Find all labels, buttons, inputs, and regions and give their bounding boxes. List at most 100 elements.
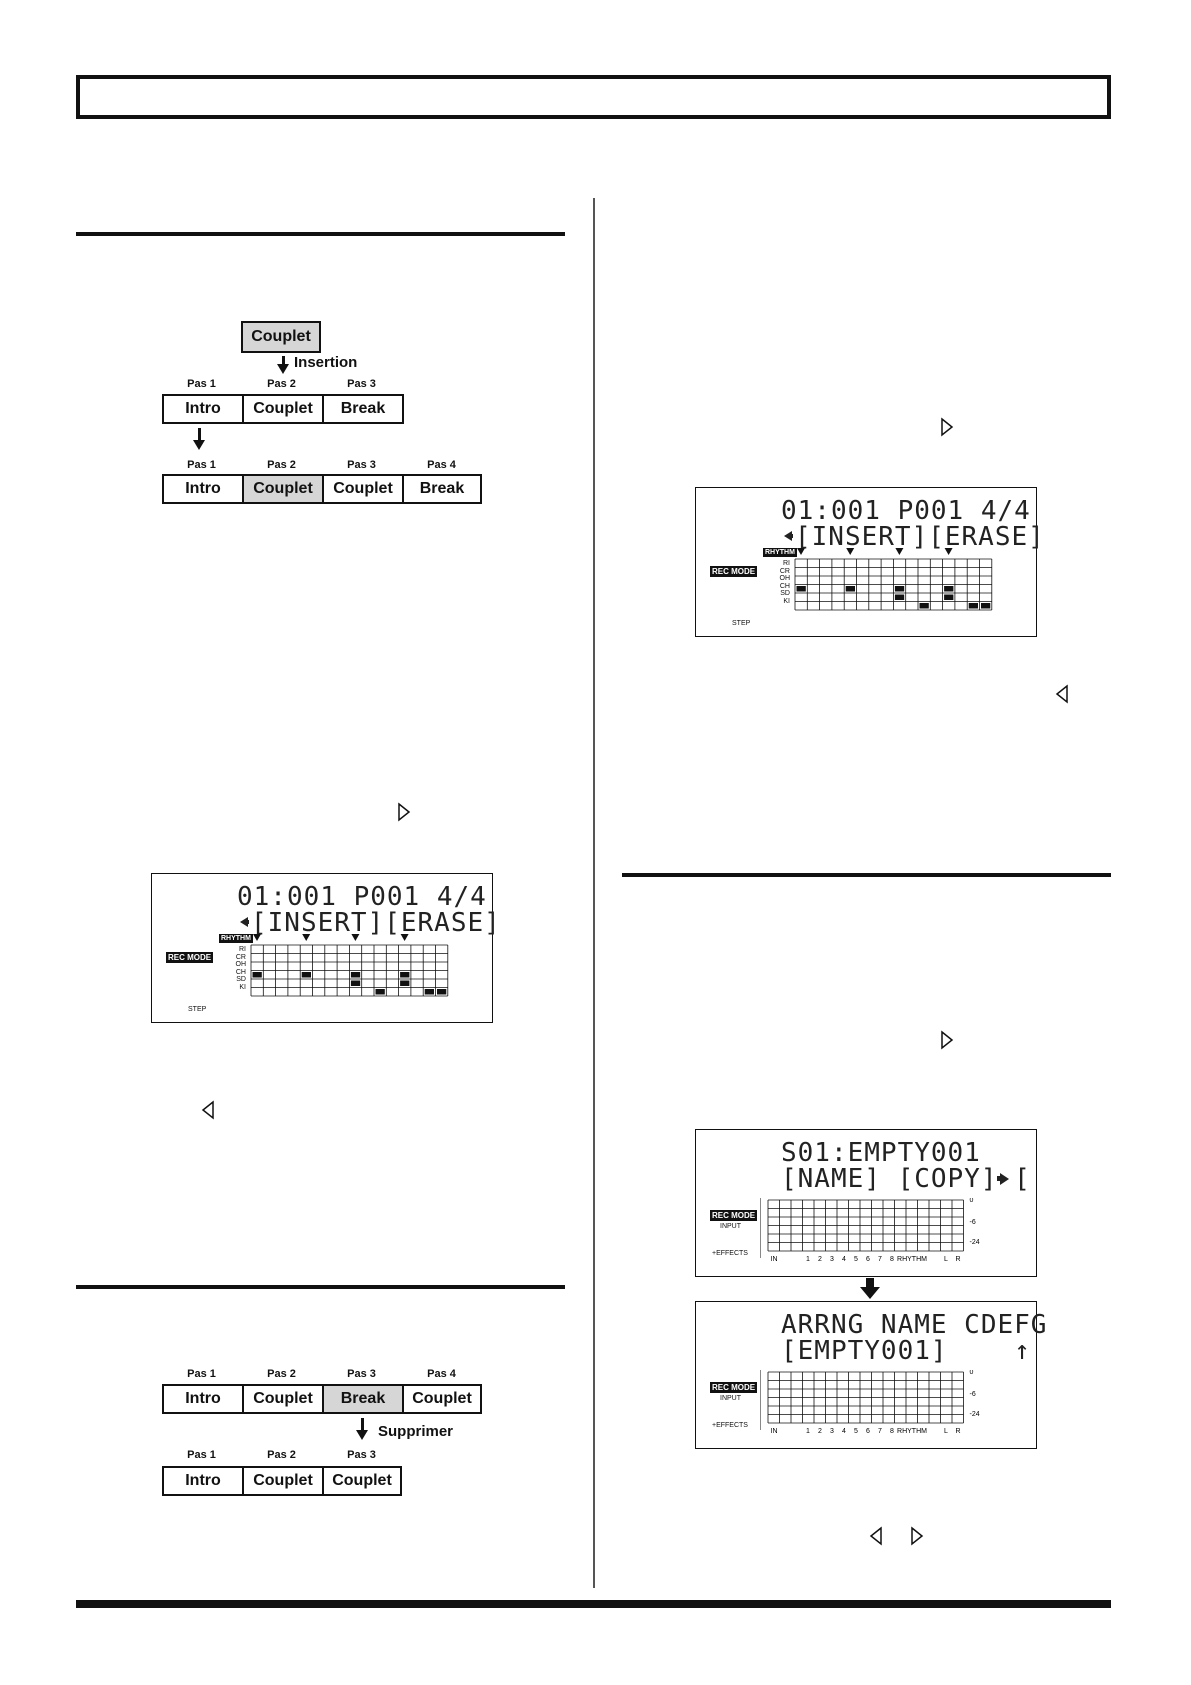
right-triangle-icon	[941, 1030, 954, 1050]
beat-marker	[400, 934, 409, 941]
axis-label: 1	[806, 1428, 810, 1435]
step-note	[968, 603, 978, 609]
input-label: INPUT	[720, 1395, 741, 1402]
step-note	[424, 989, 434, 995]
axis-label: R	[955, 1256, 960, 1263]
axis-label: IN	[771, 1428, 778, 1435]
scale-label: -6	[970, 1391, 976, 1398]
beat-marker	[253, 934, 261, 941]
step-note	[894, 594, 905, 600]
down-arrow-icon	[198, 428, 201, 442]
delete-label: Supprimer	[378, 1423, 454, 1440]
section-rule-insert	[76, 232, 565, 236]
effects-label: +EFFECTS	[712, 1422, 748, 1429]
pattern-cell: Couplet	[242, 1384, 324, 1414]
scale-label: -24	[970, 1411, 980, 1418]
step-label: Pas 1	[187, 378, 216, 390]
step-label: Pas 3	[347, 1449, 376, 1461]
right-triangle-icon	[911, 1526, 924, 1546]
axis-label: 7	[878, 1428, 882, 1435]
pattern-cell: Intro	[162, 394, 244, 424]
lcd-erase-screen: 01:001 P001 4/4 [INSERT][ERASE] REC MODE…	[695, 487, 1044, 637]
step-label: Pas 4	[427, 1368, 456, 1380]
pattern-cell: Intro	[162, 474, 244, 504]
step-note	[944, 586, 954, 592]
right-triangle-icon	[398, 802, 411, 822]
step-label: Pas 2	[267, 459, 296, 471]
step-grid	[794, 548, 993, 611]
step-note	[400, 980, 410, 986]
effects-label: +EFFECTS	[712, 1250, 748, 1257]
step-label: Pas 1	[187, 459, 216, 471]
step-note	[919, 603, 929, 609]
axis-label: RHYTHM	[897, 1256, 927, 1263]
source-block: Couplet	[241, 321, 321, 353]
step-note	[796, 586, 806, 592]
insertion-label: Insertion	[294, 354, 358, 371]
pattern-cell: Couplet	[242, 394, 324, 424]
left-triangle-icon	[1055, 684, 1068, 704]
rhythm-tag: RHYTHM	[763, 548, 797, 557]
step-note	[894, 586, 905, 592]
step-note	[981, 603, 991, 609]
section-rule-name	[622, 873, 1111, 877]
step-note	[400, 972, 410, 978]
pattern-cell: Intro	[162, 1466, 244, 1496]
down-arrow-icon	[282, 356, 285, 366]
rec-mode-tag: REC MODE	[710, 1210, 758, 1221]
column-divider	[593, 198, 595, 1588]
axis-label: 6	[866, 1256, 870, 1263]
scale-label: 0	[970, 1198, 974, 1204]
axis-label: 3	[830, 1256, 834, 1263]
beat-marker	[351, 934, 360, 941]
step-note	[437, 989, 447, 995]
pattern-cell: Couplet	[242, 1466, 324, 1496]
pattern-cell-deleted: Break	[322, 1384, 404, 1414]
down-arrow-icon	[193, 440, 205, 450]
beat-marker	[846, 548, 855, 555]
lcd-arrangement-screen: S01:EMPTY001 [NAME] [COPY] [ REC MODE IN…	[695, 1129, 1037, 1277]
down-arrow-icon	[277, 364, 289, 374]
step-note	[252, 972, 262, 978]
step-note	[350, 980, 361, 986]
arrow-right-icon	[997, 1173, 1009, 1185]
beat-marker	[944, 548, 953, 555]
axis-label: 8	[890, 1428, 894, 1435]
axis-label: 4	[842, 1256, 846, 1263]
lcd-line-2: [INSERT][ERASE]	[795, 522, 1045, 552]
section-rule-delete	[76, 1285, 565, 1289]
left-triangle-icon	[201, 1100, 214, 1120]
axis-label: RHYTHM	[897, 1428, 927, 1435]
step-note	[944, 594, 954, 600]
rec-mode-tag: REC MODE	[710, 566, 758, 577]
lcd-line-2: [INSERT][ERASE]	[251, 908, 501, 938]
down-arrow-icon	[361, 1418, 364, 1432]
step-note	[375, 989, 385, 995]
beat-marker	[895, 548, 904, 555]
input-label: INPUT	[720, 1223, 741, 1230]
lcd-insert-screen: 01:001 P001 4/4 [INSERT][ERASE] REC MODE…	[151, 873, 500, 1023]
axis-label: R	[955, 1428, 960, 1435]
page-header-box	[76, 75, 1111, 119]
axis-label: 7	[878, 1256, 882, 1263]
beat-marker	[797, 548, 805, 555]
axis-label: 8	[890, 1256, 894, 1263]
rec-mode-tag: REC MODE	[710, 1382, 758, 1393]
step-label: Pas 2	[267, 378, 296, 390]
scale-label: -24	[970, 1239, 980, 1246]
pattern-cell: Break	[322, 394, 404, 424]
lcd-line-1: 01:001 P001 4/4	[781, 496, 1031, 526]
axis-label: 2	[818, 1428, 822, 1435]
scale-label: -6	[970, 1219, 976, 1226]
step-label: Pas 2	[267, 1368, 296, 1380]
lcd-name-edit-screen: ARRNG NAME CDEFG [EMPTY001] ↑ REC MODE I…	[695, 1301, 1046, 1449]
down-arrow-icon	[356, 1430, 368, 1440]
rhythm-tag: RHYTHM	[219, 934, 253, 943]
pattern-cell: Intro	[162, 1384, 244, 1414]
arrow-left-icon	[784, 531, 793, 541]
lcd-line-2: [NAME] [COPY] [	[781, 1164, 1031, 1194]
lcd-line-1: ARRNG NAME CDEFG	[781, 1310, 1048, 1340]
